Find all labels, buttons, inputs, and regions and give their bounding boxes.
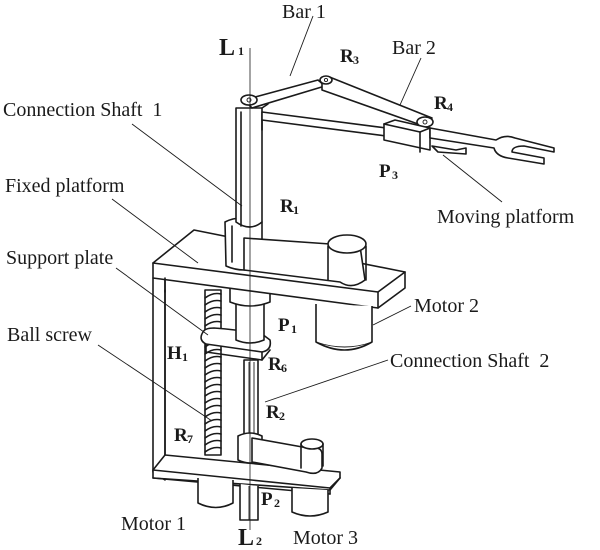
svg-text:7: 7 bbox=[187, 432, 193, 446]
screw-thread bbox=[204, 306, 222, 313]
svg-text:H: H bbox=[167, 343, 182, 364]
svg-text:P: P bbox=[261, 489, 273, 510]
screw-thread bbox=[204, 432, 222, 439]
symbol-R6: R 6 bbox=[268, 354, 287, 375]
screw-thread bbox=[204, 348, 222, 355]
symbol-P3: P 3 bbox=[379, 161, 398, 182]
symbol-P1: P 1 bbox=[278, 315, 297, 336]
label-connection-shaft-2: Connection Shaft 2 bbox=[390, 350, 549, 372]
leader-conn-shaft-2 bbox=[264, 359, 389, 403]
leader-conn-shaft-1 bbox=[131, 123, 243, 207]
label-motor1: Motor 1 bbox=[121, 513, 186, 535]
motor-3 bbox=[291, 488, 329, 517]
label-motor2: Motor 2 bbox=[414, 295, 479, 317]
screw-thread bbox=[204, 446, 222, 453]
leader-bar1 bbox=[289, 15, 314, 77]
screw-thread bbox=[204, 404, 222, 411]
svg-text:2: 2 bbox=[274, 496, 280, 510]
upper-crank bbox=[224, 217, 367, 287]
screw-thread bbox=[204, 418, 222, 425]
symbol-R4: R 4 bbox=[434, 93, 453, 114]
symbol-P2: P 2 bbox=[261, 489, 280, 510]
moving-platform bbox=[383, 119, 555, 165]
symbol-R7: R 7 bbox=[174, 425, 193, 446]
symbol-H1: H 1 bbox=[167, 343, 188, 364]
svg-text:R: R bbox=[174, 425, 188, 446]
screw-thread bbox=[204, 362, 222, 369]
leader-fixed-platform bbox=[111, 198, 199, 264]
screw-thread bbox=[204, 383, 222, 390]
label-bar2: Bar 2 bbox=[392, 37, 436, 59]
screw-thread bbox=[204, 369, 222, 376]
bar-1 bbox=[240, 79, 326, 109]
screw-thread bbox=[204, 376, 222, 383]
label-fixed-platform: Fixed platform bbox=[5, 175, 125, 197]
screw-thread bbox=[204, 299, 222, 306]
screw-thread bbox=[204, 320, 222, 327]
svg-text:R: R bbox=[434, 93, 448, 114]
connection-shaft-1 bbox=[235, 103, 269, 228]
label-support-plate: Support plate bbox=[6, 247, 113, 269]
label-connection-shaft-1: Connection Shaft 1 bbox=[3, 99, 162, 121]
svg-text:1: 1 bbox=[291, 322, 297, 336]
screw-thread bbox=[204, 397, 222, 404]
symbol-R1: R 1 bbox=[280, 196, 299, 217]
symbol-R2: R 2 bbox=[266, 402, 285, 423]
ball-screw bbox=[204, 289, 222, 456]
screw-thread bbox=[204, 425, 222, 432]
label-moving-platform: Moving platform bbox=[437, 206, 575, 228]
svg-text:4: 4 bbox=[447, 100, 453, 114]
main-arm bbox=[261, 111, 387, 137]
svg-text:3: 3 bbox=[392, 168, 398, 182]
svg-text:3: 3 bbox=[353, 53, 359, 67]
label-ball-screw: Ball screw bbox=[7, 324, 93, 346]
svg-text:L: L bbox=[238, 525, 254, 550]
svg-text:R: R bbox=[266, 402, 280, 423]
frame-left-post bbox=[152, 277, 166, 481]
label-bar1: Bar 1 bbox=[282, 1, 326, 23]
motor-1 bbox=[197, 478, 234, 509]
svg-text:R: R bbox=[340, 46, 354, 67]
svg-text:2: 2 bbox=[256, 534, 262, 548]
svg-text:6: 6 bbox=[281, 361, 287, 375]
screw-thread bbox=[204, 390, 222, 397]
leader-lines bbox=[97, 15, 503, 428]
leader-moving-platform bbox=[442, 154, 503, 203]
svg-text:1: 1 bbox=[182, 350, 188, 364]
symbol-L2: L 2 bbox=[238, 525, 262, 550]
leader-bar2 bbox=[399, 57, 422, 106]
svg-text:2: 2 bbox=[279, 409, 285, 423]
screw-thread bbox=[204, 292, 222, 299]
motor-2 bbox=[315, 304, 373, 351]
svg-text:1: 1 bbox=[238, 44, 244, 58]
svg-text:L: L bbox=[219, 35, 235, 61]
svg-text:P: P bbox=[379, 161, 391, 182]
svg-text:P: P bbox=[278, 315, 290, 336]
screw-thread bbox=[204, 439, 222, 446]
symbol-R3: R 3 bbox=[340, 46, 359, 67]
leader-support-plate bbox=[115, 267, 209, 336]
svg-text:R: R bbox=[280, 196, 294, 217]
p2-shaft bbox=[239, 484, 259, 521]
bar-2 bbox=[319, 75, 434, 130]
svg-text:1: 1 bbox=[293, 203, 299, 217]
label-motor3: Motor 3 bbox=[293, 527, 358, 549]
leader-motor2 bbox=[372, 305, 412, 326]
screw-thread bbox=[204, 411, 222, 418]
svg-text:R: R bbox=[268, 354, 282, 375]
symbol-L1: L 1 bbox=[219, 35, 244, 61]
screw-thread bbox=[204, 313, 222, 320]
leader-ball-screw bbox=[97, 344, 213, 422]
screw-thread bbox=[204, 355, 222, 362]
